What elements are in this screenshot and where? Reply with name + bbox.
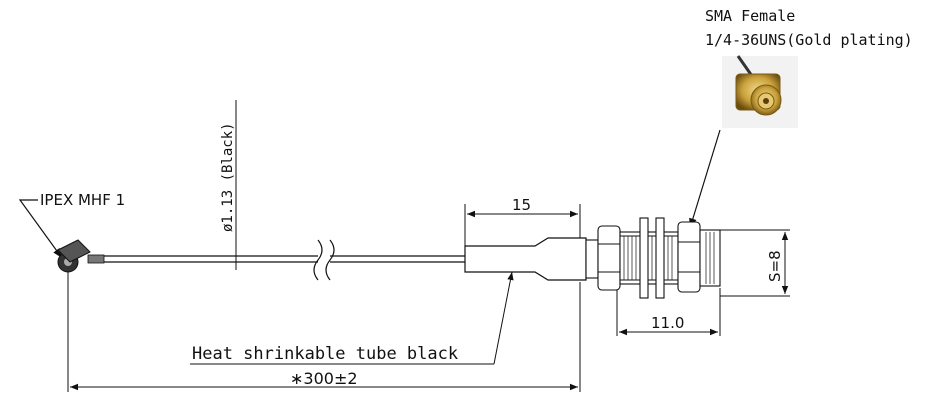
- tube-dimension-label: 15: [512, 196, 531, 214]
- heat-shrink-label: Heat shrinkable tube black: [192, 344, 458, 364]
- hex-dimension-label: S=8: [766, 250, 784, 282]
- sma-title-label: SMA Female: [705, 7, 795, 25]
- heat-shrink-tube: [464, 237, 587, 281]
- thread-dimension-label: 11.0: [651, 314, 684, 332]
- sma-bulkhead-connector: [585, 217, 721, 299]
- sma-spec-label: 1/4-36UNS(Gold plating): [705, 31, 913, 49]
- coax-cable: [104, 239, 465, 281]
- ipex-leader-line: [18, 199, 63, 259]
- total-length-label: ∗300±2: [290, 369, 358, 388]
- sma-leader-line: [689, 129, 721, 229]
- cable-diameter-label: ø1.13 (Black): [220, 122, 236, 232]
- thread-hatching: [623, 232, 715, 284]
- ipex-connector: [57, 239, 105, 273]
- sma-connector-photo: [722, 55, 798, 128]
- ipex-label: IPEX MHF 1: [40, 191, 125, 209]
- heat-shrink-leader: [493, 271, 514, 365]
